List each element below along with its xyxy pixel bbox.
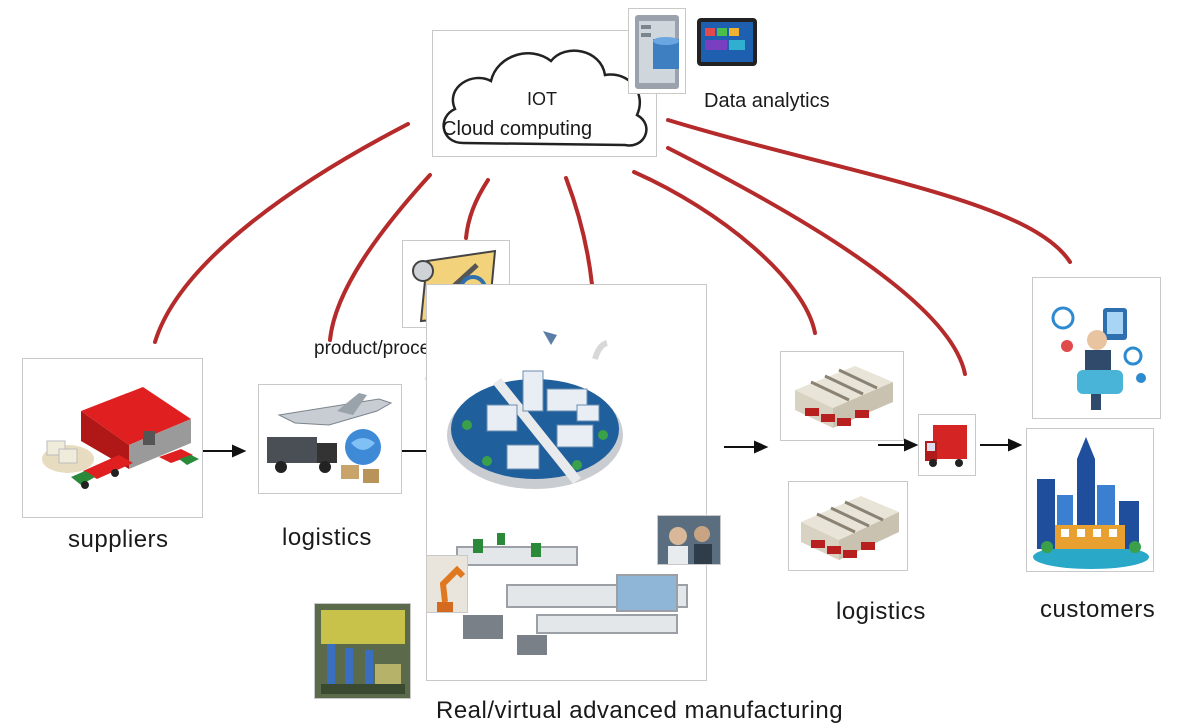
- tablet-icon: [697, 18, 757, 66]
- city-card: [1026, 428, 1154, 572]
- customer-device-card: [1032, 277, 1161, 419]
- connector-truck: [666, 146, 967, 376]
- connector-design: [464, 178, 490, 240]
- customer-device-icon: [1051, 306, 1146, 410]
- connector-suppliers: [153, 122, 410, 344]
- server-icon-card: [628, 8, 686, 94]
- cloud-title-computing: Cloud computing: [442, 118, 593, 140]
- customers-label: customers: [1040, 596, 1156, 623]
- logistics-inbound-card: [258, 384, 402, 494]
- workers-photo-icon: [658, 516, 720, 564]
- manufacturing-label: Real/virtual advanced manufacturing: [436, 697, 844, 724]
- truck-card: [918, 414, 976, 476]
- depot-icon: [801, 496, 899, 560]
- workers-photo-card: [657, 515, 721, 565]
- assembly-line-icon: [456, 533, 688, 655]
- cloud-icon: [442, 49, 648, 147]
- depot-top-card: [780, 351, 904, 441]
- connector-customers: [666, 118, 1072, 264]
- logistics-outbound-label: logistics: [836, 598, 926, 625]
- truck-icon: [925, 425, 967, 467]
- server-icon: [635, 15, 679, 89]
- city-icon: [1027, 429, 1153, 571]
- plant-3d-card: [314, 603, 411, 699]
- suppliers-card: [22, 358, 203, 518]
- tablet-icon-card: [693, 8, 761, 82]
- cloud-title-iot: IOT: [527, 89, 557, 109]
- robot-arm-icon: [427, 556, 467, 612]
- cargo-plane-icon: [267, 393, 393, 483]
- smart-factory-icon: [447, 331, 623, 489]
- depot-bottom-card: [788, 481, 908, 571]
- logistics-inbound-label: logistics: [282, 524, 372, 551]
- warehouse-icon: [42, 387, 199, 489]
- manufacturing-card: [426, 284, 707, 681]
- robot-arm-card: [426, 555, 468, 613]
- data-analytics-label: Data analytics: [704, 90, 830, 112]
- plant-3d-model-icon: [315, 604, 410, 698]
- design-label-line1: product/process: [314, 338, 450, 359]
- depot-icon: [795, 366, 893, 428]
- suppliers-label: suppliers: [68, 526, 169, 553]
- cloud-computing-box: [432, 30, 657, 157]
